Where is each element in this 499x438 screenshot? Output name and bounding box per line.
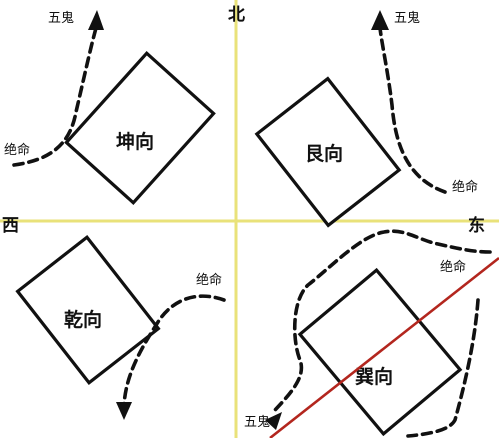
- kun-room: 坤向: [64, 51, 216, 205]
- gen-room: 艮向: [254, 76, 402, 228]
- xun-wugui-arrowhead: [265, 412, 282, 430]
- diagonal-line: [269, 256, 499, 438]
- xun-right-path: [406, 298, 480, 438]
- xun-room-label: 巽向: [355, 365, 393, 388]
- qian-jueming-label: 绝命: [196, 272, 222, 288]
- north-label: 北: [228, 5, 245, 25]
- xun-outline-path: [273, 229, 492, 412]
- kun-wugui-path: [12, 26, 98, 167]
- west-label: 西: [2, 216, 19, 236]
- gen-wugui-label: 五鬼: [394, 10, 420, 26]
- kun-room-label: 坤向: [116, 130, 154, 153]
- xun-jueming-label: 绝命: [440, 259, 466, 275]
- east-label: 东: [468, 215, 485, 236]
- xun-wugui-label: 五鬼: [244, 414, 270, 430]
- gen-wugui-arrowhead: [371, 10, 389, 30]
- qian-wugui-arrowhead: [116, 402, 132, 420]
- qian-room-label: 乾向: [64, 308, 102, 331]
- kun-room-box: [64, 51, 216, 205]
- kun-wugui-label: 五鬼: [48, 10, 74, 26]
- gen-wugui-path: [378, 26, 447, 194]
- kun-jueming-label: 绝命: [4, 142, 30, 158]
- gen-room-label: 艮向: [305, 142, 343, 165]
- qian-wugui-path: [122, 294, 226, 407]
- gen-room-box: [254, 76, 402, 228]
- kun-wugui-arrowhead: [88, 10, 104, 30]
- gen-jueming-label: 绝命: [452, 179, 478, 195]
- qian-room: 乾向: [15, 234, 161, 386]
- qian-room-box: [15, 234, 161, 386]
